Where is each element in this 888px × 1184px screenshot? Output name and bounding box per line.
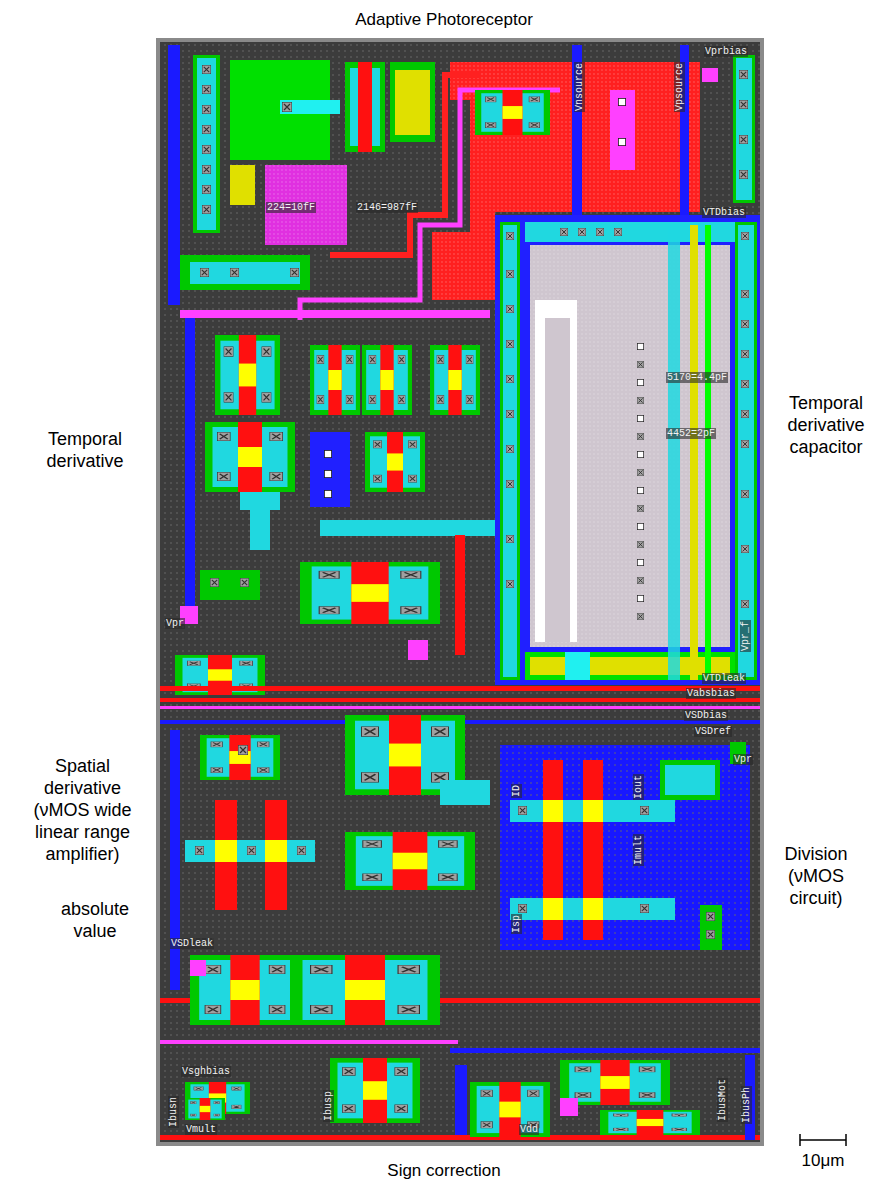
signal-label: Vpr (165, 618, 185, 629)
signal-label: Vmult (185, 1124, 217, 1135)
signal-label: Isp (511, 914, 522, 934)
signal-label: VSDbias (684, 710, 728, 721)
scale-bar (800, 1134, 846, 1146)
signal-label: Vdd (519, 1124, 539, 1135)
figure-title: Adaptive Photoreceptor (0, 10, 888, 30)
signal-label: Imult (633, 834, 644, 866)
region-label: Temporal derivative capacitor (776, 392, 876, 458)
spatial-derivative-layout (170, 715, 490, 990)
signal-label: IbusPh (741, 1086, 752, 1124)
signal-label: VTDbias (702, 207, 746, 218)
region-label: Spatial derivative (νMOS wide linear ran… (20, 755, 145, 865)
scale-label: 10μm (798, 1150, 848, 1172)
signal-label: Vpr (733, 754, 753, 765)
capacitor-layout (495, 215, 760, 685)
division-layout (500, 742, 750, 950)
signal-label: Vnsource (574, 62, 585, 112)
signal-label: 2146=987fF (356, 202, 418, 213)
signal-label: Vabsbias (686, 688, 736, 699)
sign-correction-layout (185, 1055, 755, 1140)
signal-label: Vpr_f (740, 620, 751, 652)
signal-label: 4452=2pF (666, 428, 716, 439)
signal-label: Vsghbias (181, 1066, 231, 1077)
signal-label: Ibusp (323, 1090, 334, 1122)
signal-label: 5170=4.4pF (666, 372, 728, 383)
signal-label: VSDleak (170, 938, 214, 949)
signal-label: VTDleak (702, 673, 746, 684)
signal-label: VSDref (694, 726, 732, 737)
figure-caption: Sign correction (0, 1161, 888, 1181)
signal-label: Iout (633, 774, 644, 800)
signal-label: IbusMot (717, 1078, 728, 1122)
region-label: Division (νMOS circuit) (776, 843, 856, 909)
region-label: Temporal derivative (25, 428, 145, 472)
signal-label: Vpsource (674, 62, 685, 112)
temporal-derivative-layout (175, 310, 495, 695)
signal-label: ID (511, 784, 522, 798)
signal-label: Ibusn (168, 1096, 179, 1128)
signal-label: 224=10fF (266, 202, 316, 213)
absolute-value-layout (190, 955, 440, 1025)
signal-label: Vprbias (704, 46, 748, 57)
region-label: absolute value (50, 898, 140, 942)
